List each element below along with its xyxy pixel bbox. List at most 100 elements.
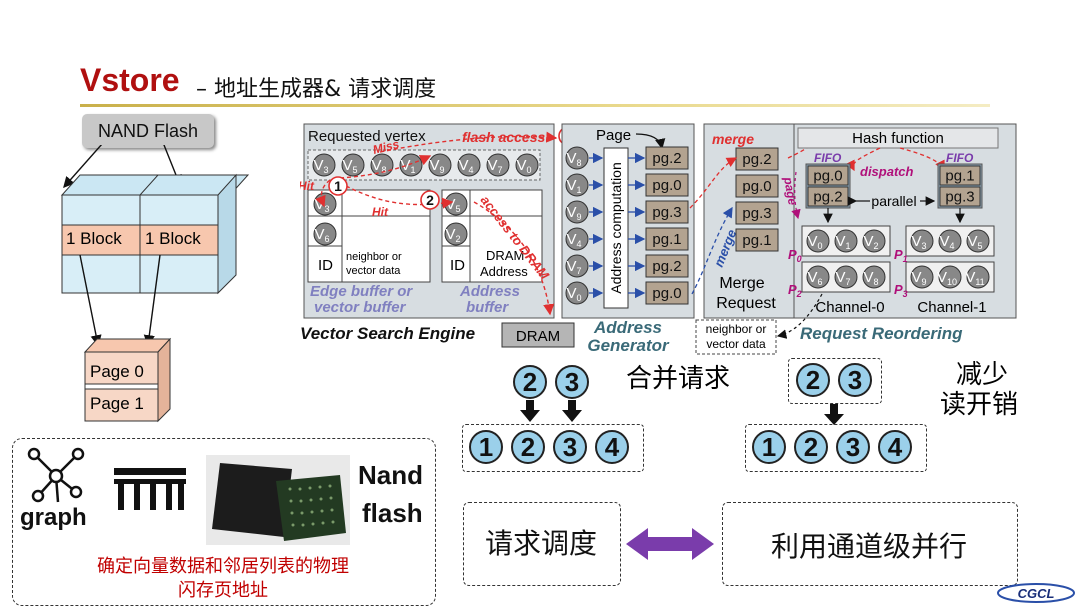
step-1-marker: 1 (328, 176, 348, 196)
left-fifo-pages: pg.0pg.2 (807, 165, 849, 207)
engine-name: Vector Search Engine (300, 324, 475, 343)
addr-vertex-v2: V2 (444, 222, 468, 246)
page-1-rect (84, 388, 159, 422)
number-circle-2: 2 (796, 363, 830, 397)
addr-vertex-v5: V5 (444, 192, 468, 216)
vertex-v9: V9 (428, 153, 452, 177)
arrow-to-pages-right (143, 254, 161, 347)
block-label-right: 1 Block (145, 229, 201, 248)
svg-text:pg.2: pg.2 (652, 258, 681, 275)
cgcl-logo: CGCL (997, 583, 1075, 603)
schedule-box (463, 502, 621, 586)
parallel-label: parallel (871, 193, 916, 209)
number-circle-1: 1 (752, 430, 786, 464)
gen-page-0: pg.2 (645, 146, 689, 170)
hit-label: Hit (300, 179, 315, 193)
channel-parallel-label: 利用通道级并行 (770, 530, 967, 563)
title-rule (80, 104, 990, 107)
fifo-left-label: FIFO (814, 151, 842, 165)
vertex-v7: V7 (486, 153, 510, 177)
edge-vertex-v6: V6 (313, 222, 337, 246)
edge-vertex-v3: V3 (313, 192, 337, 216)
merge-page-2: pg.3 (735, 201, 779, 225)
svg-text:pg.0: pg.0 (652, 285, 681, 302)
gen-input-v0: V0 (565, 281, 589, 305)
graph-icon (27, 447, 85, 503)
requested-vertex-label: Requested vertex (308, 128, 426, 145)
page-title: Vstore (80, 62, 180, 98)
svg-text:pg.0: pg.0 (652, 177, 681, 194)
channel-vertex-v6: V6 (806, 265, 830, 289)
number-circle-3: 3 (838, 363, 872, 397)
merge-page-1: pg.0 (735, 174, 779, 198)
number-circle-2: 2 (513, 365, 547, 399)
nand-structure-diagram (60, 145, 250, 423)
right-fifo-page-0: pg.1 (939, 165, 981, 186)
cube-side (217, 173, 237, 295)
right-merged-row (745, 424, 927, 472)
flash-chip-icon (206, 455, 350, 545)
legend-box (12, 438, 436, 606)
channel-parallel-box (722, 502, 1018, 586)
left-fifo-page-0: pg.0 (807, 165, 849, 186)
bridge-icon (114, 468, 186, 510)
merge-neighbor-label-2: vector data (706, 337, 766, 351)
channel1-label: Channel-1 (917, 299, 986, 316)
addr-id-label: ID (450, 257, 465, 274)
page-label-0: Page 0 (90, 362, 144, 381)
merge-request-label-2: Request (716, 295, 776, 312)
channel-vertex-v11: V11 (965, 265, 990, 289)
page-0-rect (84, 351, 159, 385)
gen-input-v8: V8 (565, 146, 589, 170)
channel-vertex-v0: V0 (806, 229, 830, 253)
merge-neighbor-label-1: neighbor or (706, 322, 767, 336)
page-label-1: Page 1 (90, 394, 144, 413)
channel-vertex-v3: V3 (910, 229, 934, 253)
svg-text:2: 2 (426, 192, 434, 208)
legend-caption-2: 闪存页地址 (178, 580, 268, 601)
merge-tag: merge (712, 131, 754, 147)
hash-function-label: Hash function (852, 130, 944, 147)
number-circle-3: 3 (555, 365, 589, 399)
nand-label-2: flash (362, 498, 423, 528)
number-circle-3: 3 (836, 430, 870, 464)
miss-label: Miss (371, 137, 401, 157)
dram-address-label-2: Address (480, 264, 528, 279)
address-computation-label: Address computation (608, 162, 624, 294)
nand-flash-label: NAND Flash (82, 114, 214, 148)
gen-input-v9: V9 (565, 200, 589, 224)
gen-input-v4: V4 (565, 227, 589, 251)
edge-id-label: ID (318, 257, 333, 274)
edge-buffer-name-2: vector buffer (314, 299, 407, 316)
left-fifo-page-1: pg.2 (807, 186, 849, 207)
edge-neighbor-label-2: vector data (346, 265, 401, 277)
channel-vertex-v2: V2 (862, 229, 886, 253)
svg-text:pg.0: pg.0 (813, 168, 842, 185)
fifo-right-label: FIFO (946, 151, 974, 165)
svg-text:pg.1: pg.1 (945, 168, 974, 185)
gen-page-1: pg.0 (645, 173, 689, 197)
reduce-text-2: 读开销 (940, 390, 1019, 420)
edge-neighbor-label-1: neighbor or (346, 251, 402, 263)
gen-page-2: pg.3 (645, 200, 689, 224)
reorder-name: Request Reordering (800, 324, 963, 343)
address-computation-box (603, 147, 629, 309)
generator-name-2: Generator (587, 336, 670, 355)
vertex-v8: V8 (370, 153, 394, 177)
svg-text:pg.2: pg.2 (652, 150, 681, 167)
gen-input-v1: V1 (565, 173, 589, 197)
vertex-v3: V3 (312, 153, 336, 177)
svg-text:pg.1: pg.1 (652, 231, 681, 248)
arrow-to-cube-left (63, 145, 103, 189)
dispatch-label: dispatch (860, 164, 914, 179)
page-label: Page (596, 127, 631, 144)
generator-pages: pg.2 pg.0 pg.3 pg.1 pg.2 pg.0 (628, 146, 689, 305)
left-merged-row (462, 424, 644, 472)
vertex-v0: V0 (515, 153, 539, 177)
channel-vertex-v10: V10 (937, 265, 962, 289)
svg-text:pg.0: pg.0 (742, 178, 771, 195)
